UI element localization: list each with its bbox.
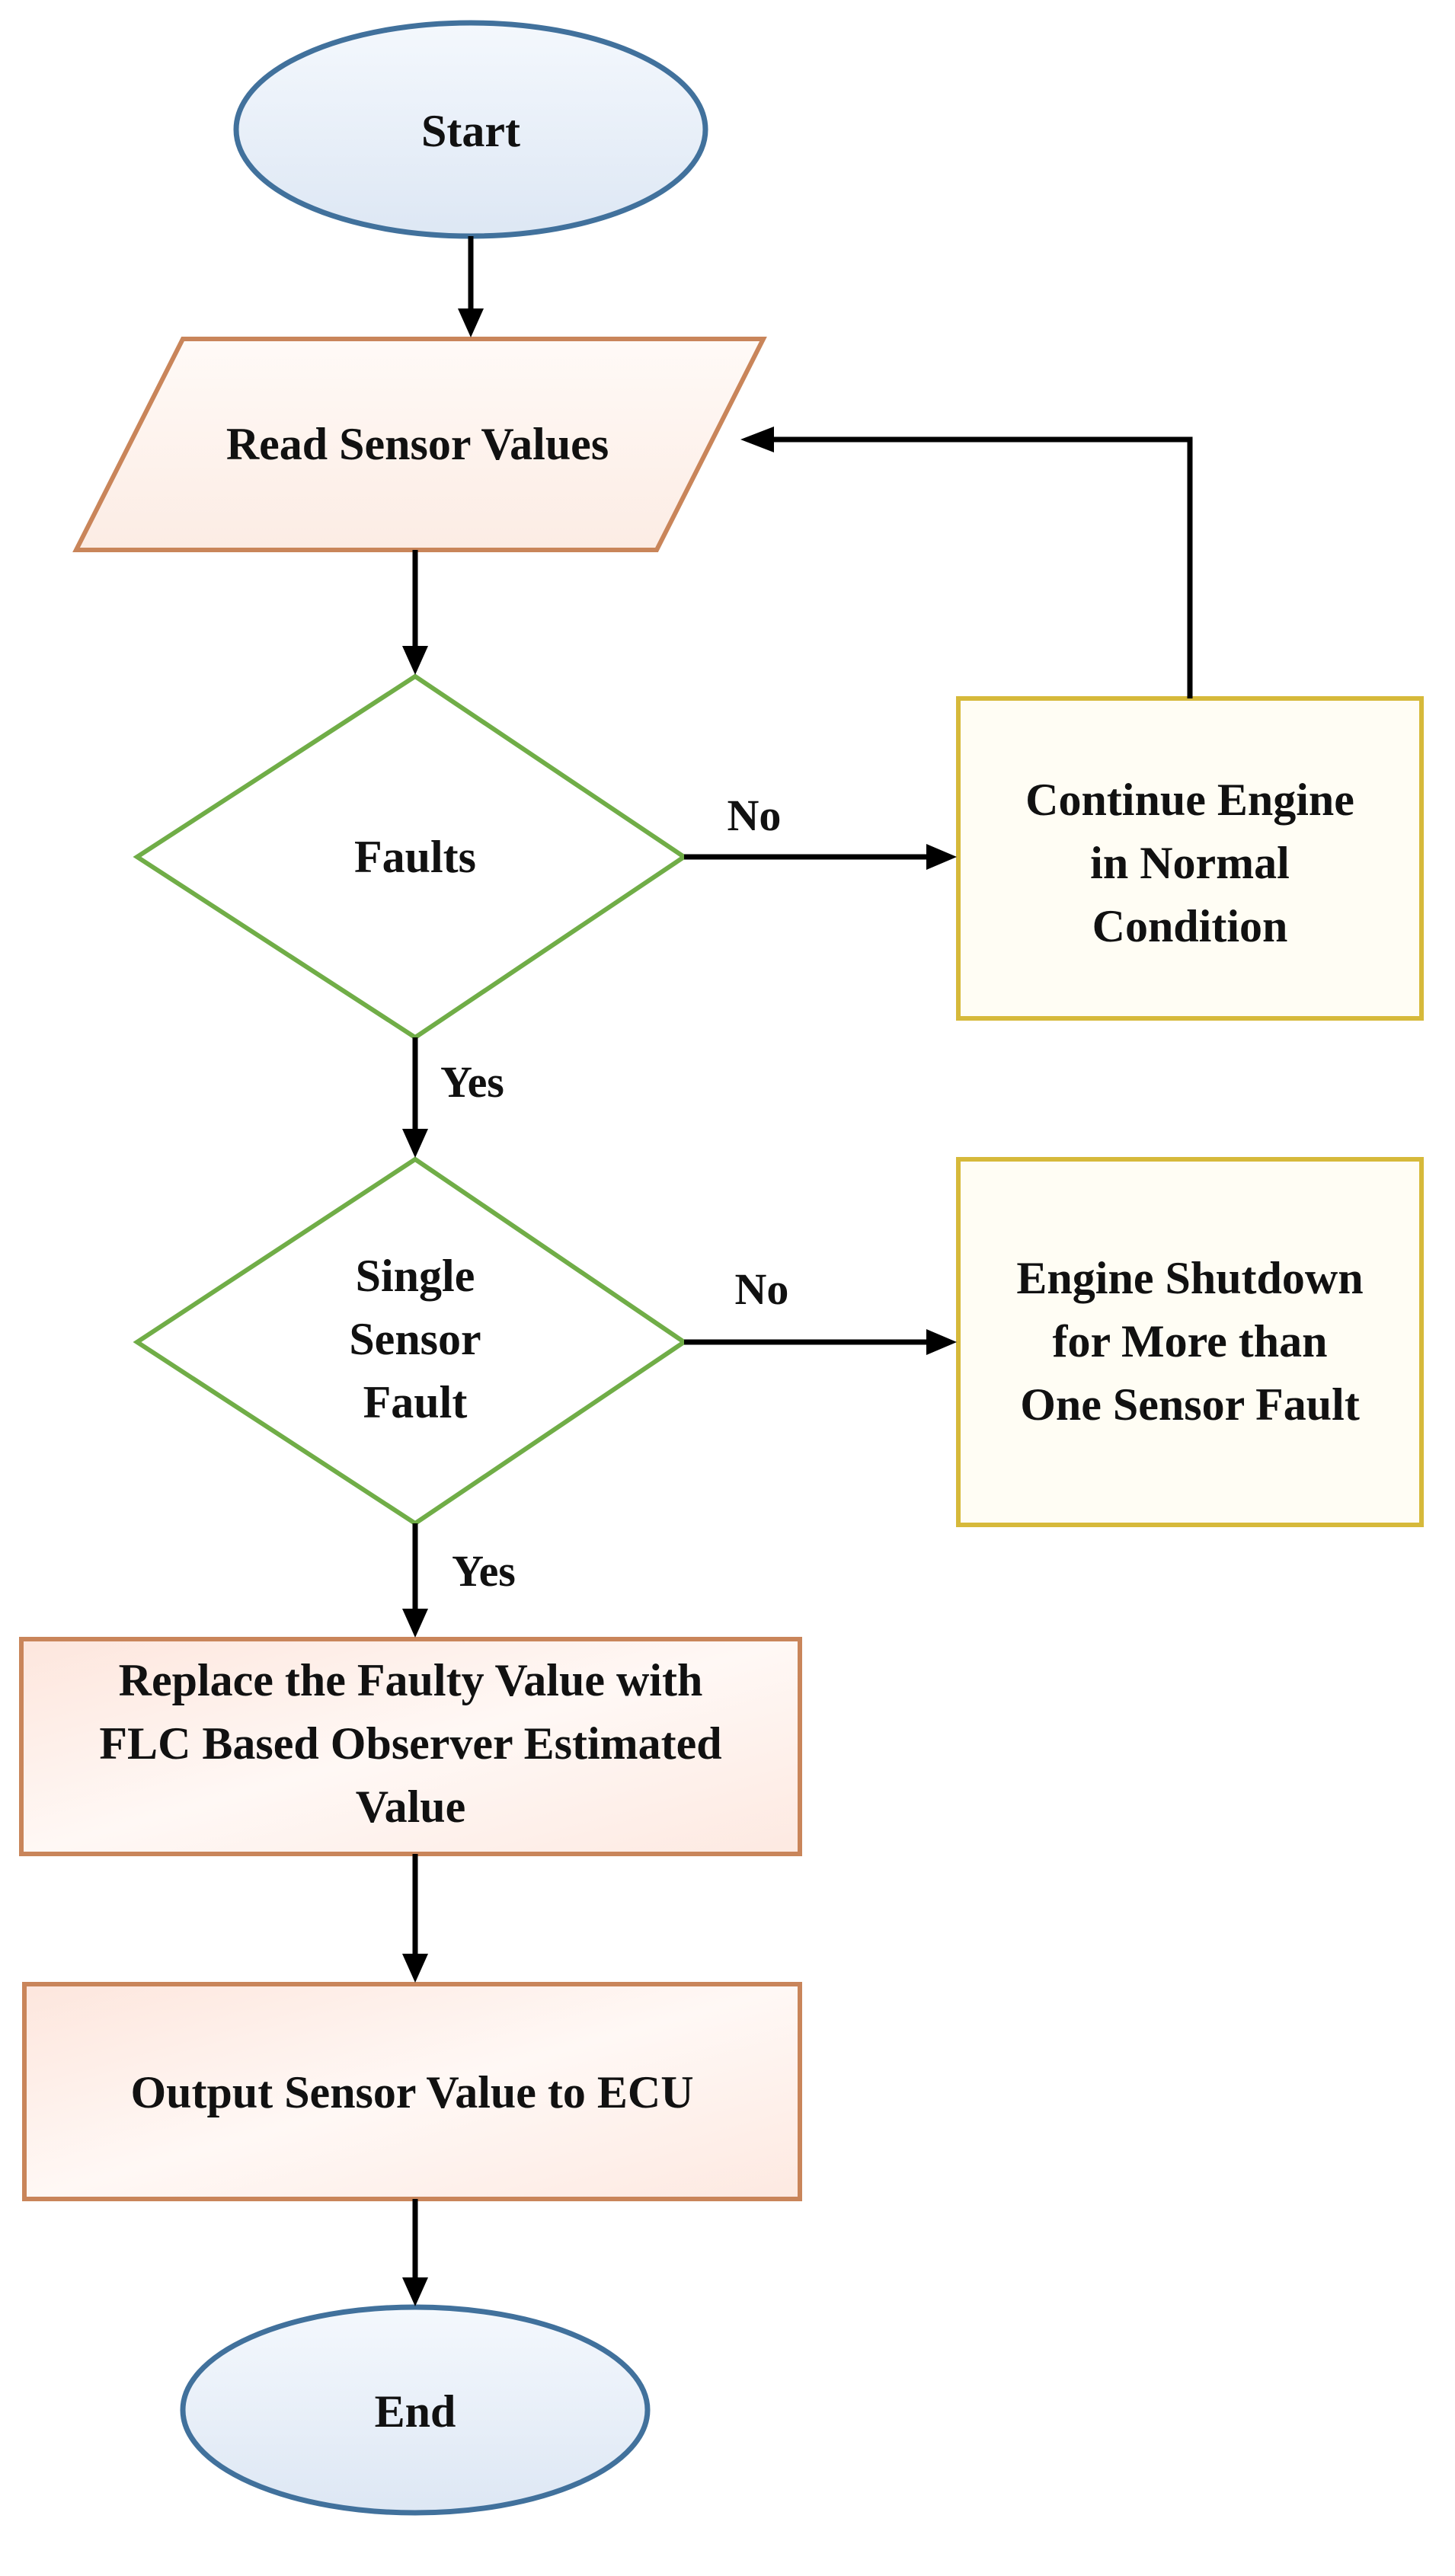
replace-line-2: FLC Based Observer Estimated [99,1718,721,1769]
continue-line-3: Condition [1092,901,1288,951]
engine-shutdown-box [956,1157,1424,1527]
arrowhead-single-no [926,1329,957,1355]
shutdown-line-3: One Sensor Fault [1020,1379,1360,1430]
faults-label: Faults [354,832,476,882]
output-sensor-label: Output Sensor Value to ECU [130,2067,693,2117]
end-terminal [180,2304,651,2516]
single-line-1: Single [356,1251,475,1301]
arrowhead-faults-no [926,844,957,870]
continue-engine-box [956,696,1424,1021]
arrowhead-single-yes [402,1609,428,1638]
single-line-2: Sensor [349,1314,481,1364]
arrowhead-start-to-read [458,308,484,337]
arrow-continue-loop [769,436,1193,698]
faults-no-label: No [728,791,782,840]
replace-line-3: Value [356,1782,466,1832]
single-yes-label: Yes [452,1546,516,1596]
read-sensor-io-shape [72,337,767,552]
continue-line-1: Continue Engine [1025,775,1354,825]
arrowhead-continue-loop [740,427,774,452]
arrowhead-output-to-end [402,2277,428,2306]
output-sensor-box [22,1982,802,2201]
connectors [402,236,1193,2306]
single-sensor-text: Single Sensor Fault [349,1251,481,1427]
engine-shutdown-text: Engine Shutdown for More than One Sensor… [1016,1253,1363,1430]
faults-yes-label: Yes [440,1057,504,1107]
arrowhead-read-to-faults [402,646,428,675]
shutdown-line-1: Engine Shutdown [1016,1253,1363,1303]
arrowhead-faults-yes [402,1129,428,1158]
replace-line-1: Replace the Faulty Value with [119,1655,703,1705]
replace-value-text: Replace the Faulty Value with FLC Based … [99,1655,721,1832]
single-line-3: Fault [363,1377,468,1427]
continue-line-2: in Normal [1090,838,1290,888]
replace-value-box [19,1637,802,1856]
start-label: Start [421,106,520,156]
arrowhead-replace-to-output [402,1954,428,1983]
single-no-label: No [735,1264,789,1314]
continue-engine-text: Continue Engine in Normal Condition [1025,775,1354,951]
end-label: End [375,2386,456,2437]
shutdown-line-2: for More than [1052,1316,1327,1366]
read-sensor-label: Read Sensor Values [226,419,609,469]
